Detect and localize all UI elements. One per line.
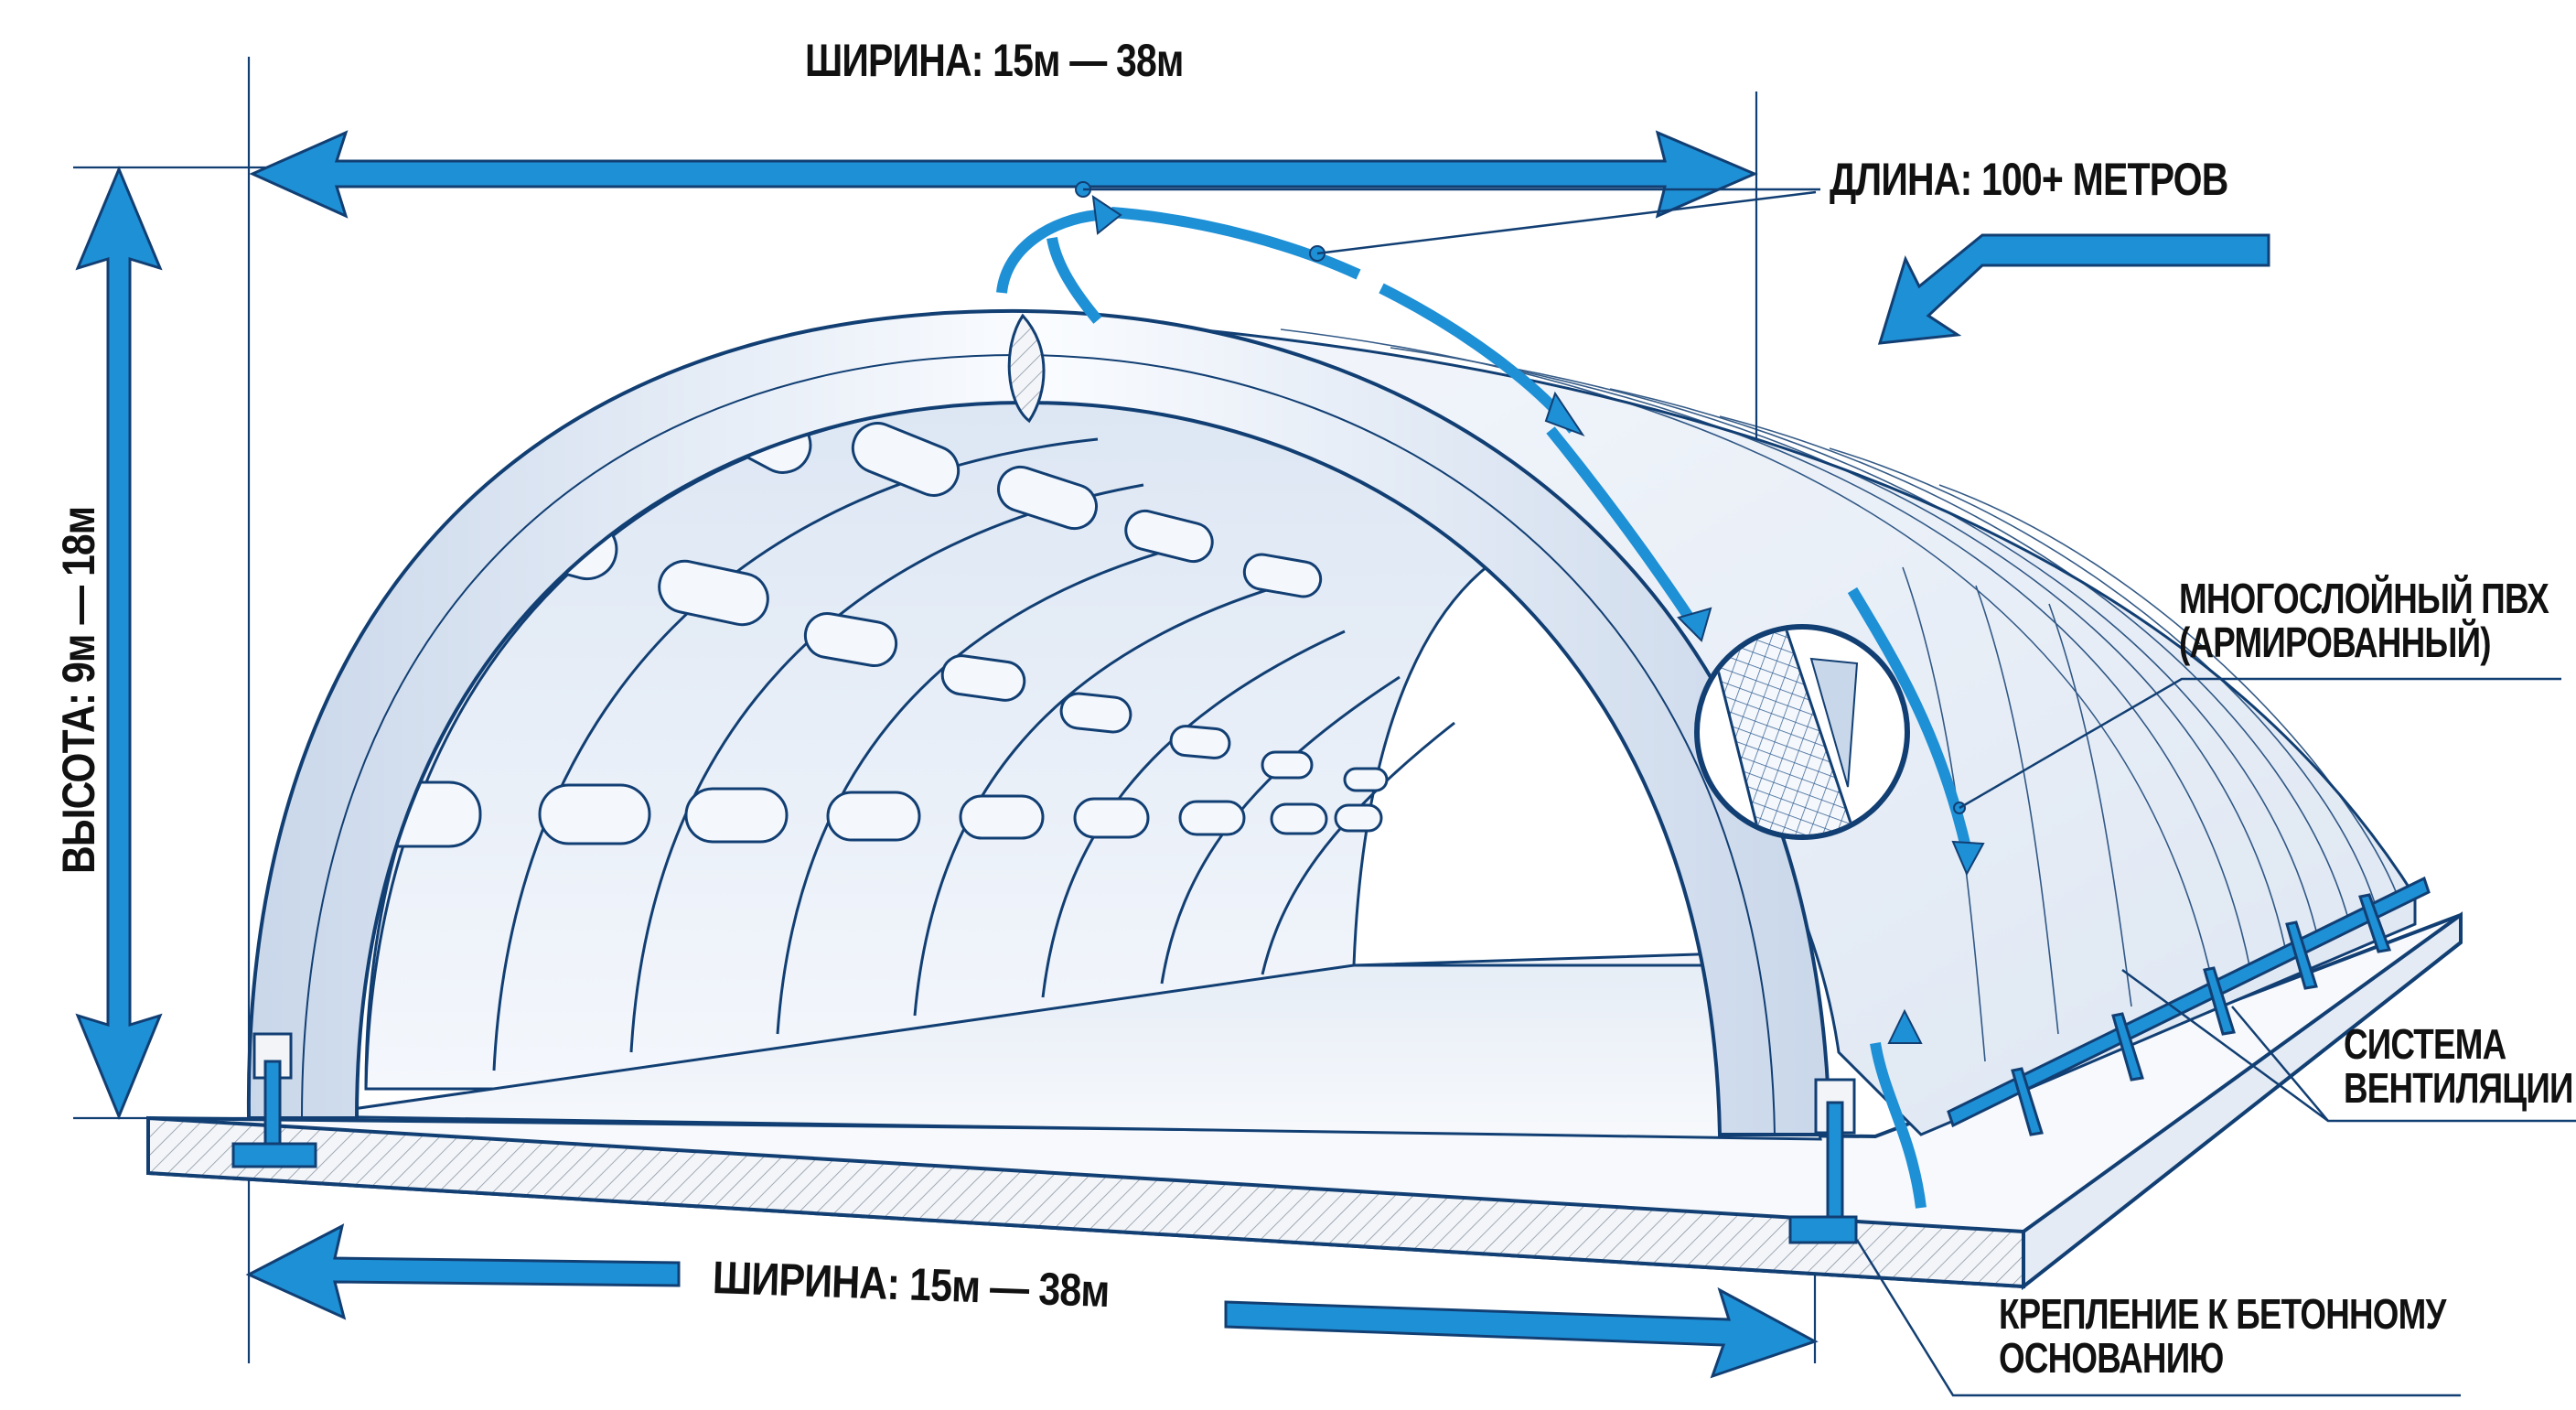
ventilation-callout: СИСТЕМА ВЕНТИЛЯЦИИ [2344,1022,2573,1111]
top-width-label: ШИРИНА: 15м — 38м [805,35,1184,86]
anchor-left [231,1032,317,1168]
concrete-base [146,911,2463,1291]
top-cutaway [1007,313,1046,424]
ventilation-callout-line2: ВЕНТИЛЯЦИИ [2344,1064,2573,1113]
length-label: ДЛИНА: 100+ МЕТРОВ [1830,154,2228,205]
airflow-arrowheads [1091,194,1985,1044]
anchoring-callout-line2: ОСНОВАНИЮ [1999,1334,2224,1383]
anchor-right [1788,1078,1858,1244]
height-label: ВЫСОТА: 9м — 18м [53,506,104,874]
material-callout: МНОГОСЛОЙНЫЙ ПВХ (АРМИРОВАННЫЙ) [2179,576,2549,665]
height-arrow [75,166,163,1120]
ventilation-duct [1947,876,2431,1136]
material-callout-line2: (АРМИРОВАННЫЙ) [2179,619,2491,667]
material-callout-line1: МНОГОСЛОЙНЫЙ ПВХ [2179,575,2549,622]
length-arrow [1877,233,2270,345]
airflow-arrows [996,207,1972,1209]
callout-leaders [1083,188,2576,1397]
ventilation-callout-line1: СИСТЕМА [2344,1020,2506,1068]
anchoring-callout: КРЕПЛЕНИЕ К БЕТОННОМУ ОСНОВАНИЮ [1999,1292,2446,1381]
top-width-arrow [249,130,1758,219]
anchoring-callout-line1: КРЕПЛЕНИЕ К БЕТОННОМУ [1999,1290,2446,1338]
bottom-width-arrow [245,1223,1819,1379]
material-magnifier [1694,624,1910,840]
shell-ribs [1280,328,2402,1062]
